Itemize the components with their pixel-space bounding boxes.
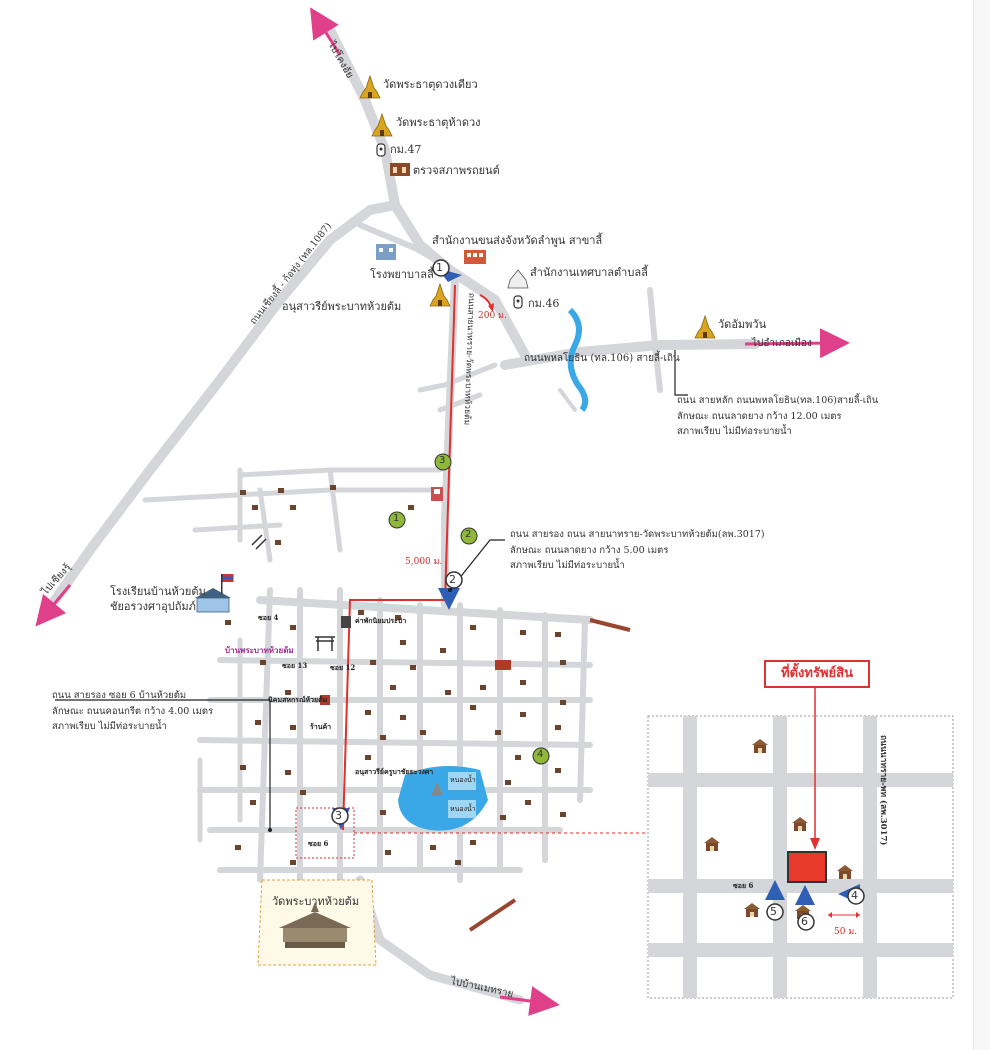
arrow-south	[499, 986, 560, 1016]
info-main-road-line3: สภาพเรียบ ไม่มีท่อระบายน้ำ	[677, 426, 792, 438]
marker-6-label: 6	[801, 915, 808, 928]
leader-soi-dot	[268, 828, 272, 832]
checkpoint-label: ค่าพักนิยมประปา	[355, 616, 407, 625]
leader-main	[674, 350, 688, 396]
arrow-north	[310, 7, 342, 56]
green-marker-2-label: 2	[465, 529, 472, 540]
temple2-label: วัดพระธาตุห้าดวง	[396, 116, 481, 129]
soi12-label: ซอย 12	[330, 663, 356, 672]
town-houses	[225, 485, 566, 865]
green-marker-4-label: 4	[537, 749, 544, 760]
nikom-label: นิคมสหกรณ์ห้วยต้ม	[268, 695, 328, 704]
info-soi-road-line3: สภาพเรียบ ไม่มีท่อระบายน้ำ	[52, 721, 167, 733]
nikom-icon	[320, 695, 330, 705]
pond1-label: หนองน้ำ	[450, 776, 476, 784]
main-east-road-label: ถนนพหลโยธิน (ทล.106) สายลี้-เถิน	[524, 353, 680, 364]
dest-right-label: ไปอำเภอเมือง	[752, 338, 812, 349]
market-label: ร้านค้า	[310, 722, 332, 731]
property-box	[787, 851, 827, 883]
info-secondary-road: ถนน สายรอง ถนน สายนาทราย-วัดพระบาทห้วยต้…	[510, 527, 765, 574]
info-main-road: ถนน สายหลัก ถนนพหลโยธิน(ทล.106)สายลี้-เถ…	[677, 393, 878, 440]
pond-area-label: อนุสาวรีย์ครูบาชัยยะวงศา	[355, 767, 434, 776]
checkpoint-prapa-icon	[341, 616, 351, 628]
checkpoint-icon	[431, 487, 443, 501]
municipality-icon	[507, 269, 529, 289]
wat-phrabat-label: วัดพระบาทห้วยต้ม	[272, 895, 360, 908]
marker-3-label: 3	[335, 809, 342, 822]
info-soi-road: ถนน สายรอง ซอย 6 บ้านห้วยต้ม ลักษณะ ถนนค…	[52, 688, 213, 735]
marker-1-label: 1	[436, 261, 443, 274]
arrow-west	[35, 584, 72, 627]
focus-box	[295, 807, 355, 859]
page-edge-strip	[973, 0, 990, 1050]
inspection-building-icon	[390, 163, 410, 176]
marker-5-label: 5	[770, 905, 777, 918]
monument-icon	[429, 283, 451, 307]
info-soi-road-line2: ลักษณะ ถนนคอนกรีต กว้าง 4.00 เมตร	[52, 705, 214, 717]
distance-5000m: 5,000 ม.	[405, 557, 443, 567]
town-building-icon	[495, 660, 511, 670]
route-curve-arrowhead	[488, 303, 494, 312]
school-icon	[195, 574, 234, 613]
detail-inset	[647, 684, 954, 999]
pond2-label: หนองน้ำ	[450, 805, 476, 813]
km46-label: กม.46	[528, 297, 560, 310]
green-marker-1-label: 1	[393, 513, 400, 524]
pond-patch-2	[448, 800, 476, 818]
soi6-label: ซอย 6	[308, 839, 329, 848]
soi13-label: ซอย 13	[282, 661, 308, 670]
leader-secondary	[449, 539, 505, 591]
distance-50m: 50 ม.	[834, 927, 858, 937]
green-marker-circles	[388, 453, 550, 765]
wat-ampawan-label: วัดอัมพวัน	[718, 318, 767, 331]
info-soi-road-line1: ถนน สายรอง ซอย 6 บ้านห้วยต้ม	[52, 690, 187, 701]
temple-icon-ampawan	[694, 315, 716, 339]
rail-crossing-mark	[251, 534, 267, 550]
distance-200m: 200 ม.	[478, 311, 507, 321]
village-gate-icon	[315, 636, 335, 651]
km47-post-icon	[376, 143, 386, 157]
school-label: โรงเรียนบ้านห้วยต้ม	[110, 585, 206, 598]
info-secondary-road-line1: ถนน สายรอง ถนน สายนาทราย-วัดพระบาทห้วยต้…	[510, 529, 765, 540]
route-line	[342, 284, 456, 831]
municipality-label: สำนักงานเทศบาลตำบลลี้	[530, 266, 648, 279]
info-secondary-road-line2: ลักษณะ ถนนลาดยาง กว้าง 5.00 เมตร	[510, 544, 669, 556]
leader-secondary-dot	[448, 588, 452, 592]
hospital-label: โรงพยาบาลลี้	[370, 268, 434, 281]
village-label: บ้านพระบาทห้วยต้ม	[225, 645, 294, 655]
temple1-label: วัดพระธาตุดวงเดียว	[383, 78, 478, 91]
marker-4-label: 4	[851, 889, 858, 902]
brown-road-east	[589, 618, 631, 632]
wat-building	[279, 902, 351, 948]
river	[567, 307, 589, 412]
info-main-road-line2: ลักษณะ ถนนลาดยาง กว้าง 12.00 เมตร	[677, 410, 842, 422]
leader-soi	[55, 699, 271, 830]
transport-office-icon	[464, 250, 486, 264]
arrow-east	[744, 328, 850, 359]
property-location-legend: ที่ตั้งทรัพย์สิน	[764, 660, 870, 688]
road-network	[50, 25, 760, 1005]
soi4-label: ซอย 4	[258, 613, 279, 622]
pond-patch-1	[448, 772, 476, 790]
marker-2-label: 2	[449, 573, 456, 586]
marker-circles	[331, 259, 865, 931]
hospital-icon	[376, 244, 396, 260]
transport-office-label: สำนักงานขนส่งจังหวัดลำพูน สาขาลี้	[432, 234, 603, 247]
inspection-label: ตรวจสภาพรถยนต์	[413, 164, 500, 177]
monument-label: อนุสาวรีย์พระบาทห้วยต้ม	[282, 300, 402, 313]
info-main-road-line1: ถนน สายหลัก ถนนพหลโยธิน(ทล.106)สายลี้-เถ…	[677, 395, 879, 406]
school-sub-label: ชัยอรวงศาอุปถัมภ์	[110, 600, 196, 613]
brown-road-south	[468, 898, 517, 932]
direction-arrow-2	[438, 588, 460, 610]
km47-label: กม.47	[390, 143, 422, 156]
info-secondary-road-line3: สภาพเรียบ ไม่มีท่อระบายน้ำ	[510, 560, 625, 572]
km46-post-icon	[513, 295, 523, 309]
detail-soi6-label: ซอย 6	[733, 881, 754, 890]
monument-pond-icon	[431, 782, 443, 796]
green-marker-3-label: 3	[439, 455, 446, 466]
detail-vertical-road-label: ถนนนาทราย-พท (ลพ.3017)	[878, 735, 888, 846]
